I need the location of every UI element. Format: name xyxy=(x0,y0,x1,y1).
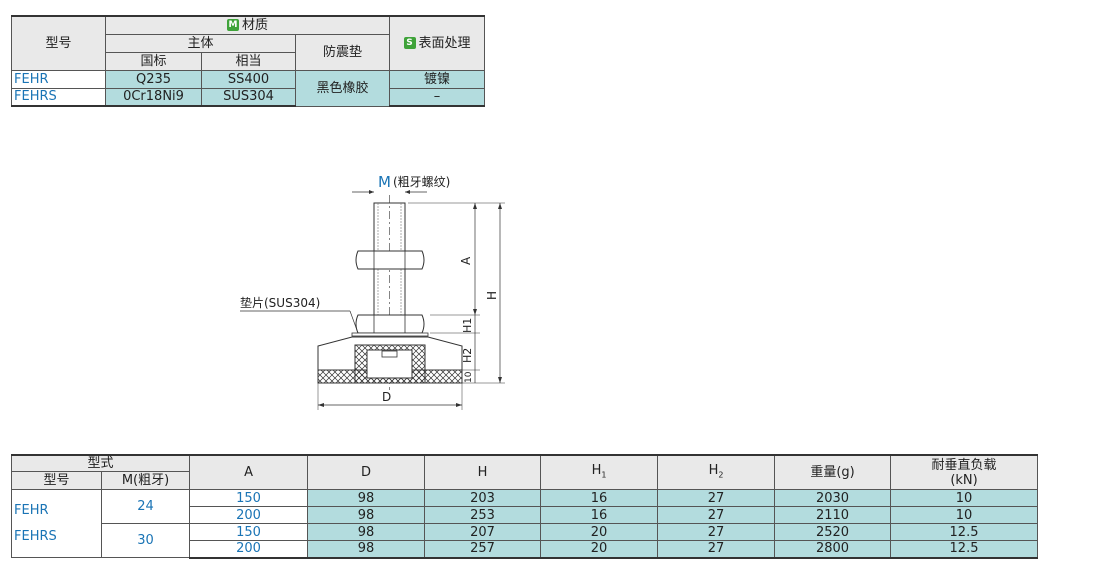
model-cell: FEHR xyxy=(11,69,106,89)
d-cell: 98 xyxy=(307,489,426,507)
header-pad: 防震垫 xyxy=(294,33,391,71)
label-washer: 垫片(SUS304) xyxy=(240,295,320,310)
header-body: 主体 xyxy=(105,33,296,53)
table-row: FEHRS 0Cr18Ni9 SUS304 – xyxy=(11,87,486,107)
h-cell: 253 xyxy=(424,506,542,524)
header-h2: H2 xyxy=(657,454,776,490)
weight-cell: 2030 xyxy=(774,489,892,507)
header-h1: H1 xyxy=(540,454,659,490)
weight-cell: 2800 xyxy=(774,540,892,559)
h2-cell: 27 xyxy=(657,489,776,507)
model-cell: FEHRS xyxy=(11,87,106,107)
load-cell: 10 xyxy=(890,489,1039,507)
header-d: D xyxy=(307,454,426,490)
header-gb: 国标 xyxy=(105,51,202,71)
label-a: A xyxy=(459,256,473,265)
h1-cell: 20 xyxy=(540,540,659,559)
material-badge-icon: M xyxy=(227,19,239,32)
load-cell: 10 xyxy=(890,506,1039,524)
a-cell: 150 xyxy=(189,523,309,541)
h-cell: 203 xyxy=(424,489,542,507)
label-10: 10 xyxy=(464,371,474,383)
load-cell: 12.5 xyxy=(890,523,1039,541)
equiv-cell: SS400 xyxy=(201,69,296,89)
h1-cell: 16 xyxy=(540,489,659,507)
leveling-foot-drawing: M (粗牙螺纹) 垫片(SUS304) A H H1 H2 10 D xyxy=(240,173,505,410)
label-m: M xyxy=(378,173,391,191)
surface-cell: 镀镍 xyxy=(389,69,486,89)
header-type: 型式 xyxy=(10,454,191,472)
gb-cell: Q235 xyxy=(105,69,202,89)
a-cell: 200 xyxy=(189,506,309,524)
table-row: 200 98 253 16 27 2110 10 xyxy=(12,506,1039,524)
h-cell: 257 xyxy=(424,540,542,559)
h2-cell: 27 xyxy=(657,506,776,524)
pad-cell: 黑色橡胶 xyxy=(294,69,391,107)
h-cell: 207 xyxy=(424,523,542,541)
label-d: D xyxy=(382,390,391,404)
header-model: 型号 xyxy=(11,15,106,71)
d-cell: 98 xyxy=(307,506,426,524)
header-a: A xyxy=(189,454,309,490)
label-m-note: (粗牙螺纹) xyxy=(393,175,450,189)
d-cell: 98 xyxy=(307,523,426,541)
a-cell: 150 xyxy=(189,489,309,507)
h2-cell: 27 xyxy=(657,523,776,541)
label-h2: H2 xyxy=(461,348,474,363)
m-cell: 30 xyxy=(100,523,191,558)
header-model: 型号 xyxy=(11,471,102,490)
header-equiv: 相当 xyxy=(201,51,296,71)
gb-cell: 0Cr18Ni9 xyxy=(105,87,202,107)
table-row: FEHR FEHRS 24 150 98 203 16 27 2030 10 xyxy=(11,489,1039,558)
m-cell: 24 xyxy=(100,489,191,524)
header-m: M(粗牙) xyxy=(100,471,191,490)
weight-cell: 2520 xyxy=(774,523,892,541)
header-h: H xyxy=(424,454,542,490)
weight-cell: 2110 xyxy=(774,506,892,524)
spec-table: 型式 A D H H1 H2 重量(g) 耐垂直负载(kN) 型号 M(粗牙) … xyxy=(10,454,1039,559)
table-row: FEHR Q235 SS400 黑色橡胶 镀镍 xyxy=(11,69,486,107)
h2-cell: 27 xyxy=(657,540,776,559)
label-h1: H1 xyxy=(461,318,474,333)
label-h: H xyxy=(485,291,499,300)
h1-cell: 20 xyxy=(540,523,659,541)
model-list: FEHR FEHRS xyxy=(11,489,102,558)
a-cell: 200 xyxy=(189,540,309,559)
equiv-cell: SUS304 xyxy=(201,87,296,107)
h1-cell: 16 xyxy=(540,506,659,524)
header-load: 耐垂直负载(kN) xyxy=(890,454,1039,490)
d-cell: 98 xyxy=(307,540,426,559)
table-row: 200 98 257 20 27 2800 12.5 xyxy=(12,540,1039,559)
load-cell: 12.5 xyxy=(890,540,1039,559)
surface-cell: – xyxy=(389,87,486,107)
surface-badge-icon: S xyxy=(403,37,416,50)
header-weight: 重量(g) xyxy=(774,454,892,490)
table-row: 30 150 98 207 20 27 2520 12.5 xyxy=(12,523,1039,558)
